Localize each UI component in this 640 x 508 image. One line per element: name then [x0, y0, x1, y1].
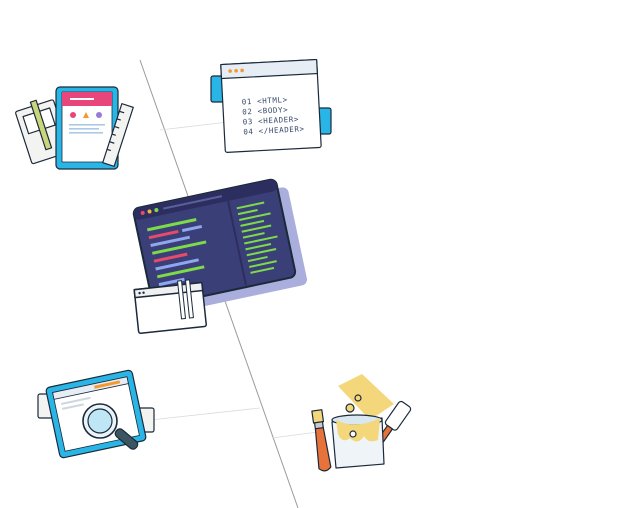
tablet-design-icon [15, 86, 134, 170]
connector-bottom-left [149, 407, 261, 421]
code-editor-monitor-icon [132, 178, 307, 334]
code-line-4: 04 </HEADER> [243, 124, 305, 136]
connector-bottom-right [271, 431, 319, 439]
html-code-window-icon: 01 <HTML> 02 <BODY> 03 <HEADER> 04 </HEA… [210, 58, 332, 153]
connector-top [159, 121, 229, 131]
code-line-1: 01 <HTML> [242, 95, 288, 106]
paint-bucket-icon [311, 374, 412, 472]
magnifier-browser-icon [37, 369, 155, 459]
code-line-3: 03 <HEADER> [243, 115, 300, 127]
code-line-2: 02 <BODY> [242, 105, 288, 116]
